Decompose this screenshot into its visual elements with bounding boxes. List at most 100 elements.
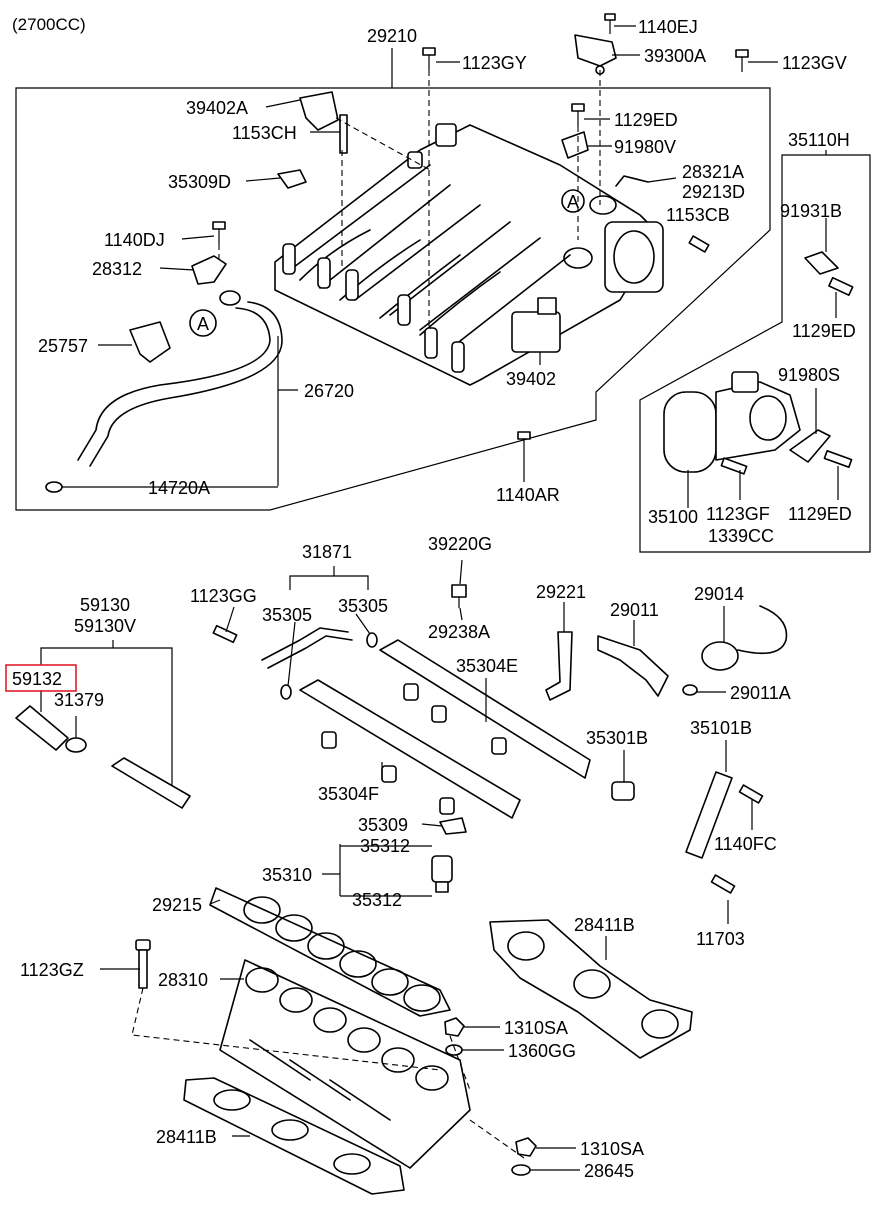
callout-91980V: 91980V [614,137,676,157]
callout-29014: 29014 [694,584,744,604]
fuel-rail-35304E [379,639,591,779]
bolt-1129ED-throttle [828,276,854,296]
callout-1123GF: 1123GF [706,504,770,524]
lower-intake-manifold-28310 [219,959,471,1169]
nut-1310SA-upper [444,1017,465,1037]
callout-1123GY: 1123GY [462,53,527,73]
callout-1123GZ: 1123GZ [20,960,84,980]
reference-marker-a-lower: A [189,309,217,337]
callout-59130: 59130 [80,595,130,615]
callout-1140EJ: 1140EJ [638,17,698,37]
map-sensor-39300A [574,34,617,75]
bolt-1140FC [738,784,764,804]
bolt-11703 [710,874,736,894]
bolt-1140EJ [604,13,616,34]
bracket-39402A [299,91,339,131]
callout-35301B: 35301B [586,728,648,748]
callout-1123GV: 1123GV [782,53,847,73]
reference-marker-a-upper: A [561,189,585,213]
bolt-1123GF [720,457,748,475]
assembly-guides-upper [218,70,601,330]
clamp-14720A [45,481,63,493]
callout-1140FC: 1140FC [714,834,777,854]
bolt-1123GZ [135,939,151,989]
callout-35312-bottom: 35312 [352,890,402,910]
callout-39220G: 39220G [428,534,492,554]
callout-91980S: 91980S [778,365,840,385]
callout-35110H: 35110H [788,130,850,150]
leader-59130 [40,647,173,790]
marker-a-text-2: A [567,192,579,212]
callout-1153CH: 1153CH [232,123,297,143]
hose-59132 [15,705,69,751]
callout-1360GG: 1360GG [508,1041,576,1061]
gasket-29011A [682,684,698,696]
callout-26720: 26720 [304,381,354,401]
o-ring-35305-2 [366,632,378,648]
callout-35101B: 35101B [690,718,752,738]
damper-35301B [611,781,635,801]
bracket-91931B [804,251,839,275]
breather-hose-26720 [77,301,283,467]
bolt-1140AR [517,431,531,456]
callout-29213D: 29213D [682,182,745,202]
callout-1339CC: 1339CC [708,526,774,546]
bracket-25757 [129,321,171,363]
gasket-28411B-right [489,919,693,1059]
callout-labels: 29210 1140EJ 39300A 1123GY 1123GV 39402A… [12,17,856,1181]
callout-29011A: 29011A [730,683,791,703]
callout-11703: 11703 [696,929,745,949]
bolt-1129ED [571,103,585,126]
callout-28312: 28312 [92,259,142,279]
injector-35310 [431,855,453,893]
sensor-39220G [451,584,467,608]
clamp-31379 [65,737,87,753]
throttle-body-group-box [639,154,871,553]
callout-35309: 35309 [358,815,408,835]
engine-size-label: (2700CC) [12,15,86,34]
o-ring-35305-1 [280,684,292,700]
callout-1140DJ: 1140DJ [104,230,165,250]
callout-1140AR: 1140AR [496,485,560,505]
upper-intake-manifold [274,123,664,386]
leader-lines [40,25,839,1171]
callout-39402A: 39402A [186,98,248,118]
gasket-28411B-left [183,1077,405,1195]
clip-35309D [277,169,307,189]
bolt-1123GY [422,47,436,70]
callout-39300A: 39300A [644,46,706,66]
bracket-91980S [789,429,831,463]
callout-1153CB: 1153CB [666,205,730,225]
callout-29221: 29221 [536,582,586,602]
stud-1153CH [339,114,348,154]
assembly-guides-lower [131,987,525,1159]
callout-28645: 28645 [584,1161,634,1181]
bracket-35101B [685,771,733,859]
injector-clip-35309 [439,817,467,835]
callout-14720A: 14720A [148,478,210,498]
callout-28321A: 28321A [682,162,744,182]
bracket-29011 [597,635,669,697]
callout-35309D: 35309D [168,172,231,192]
callout-29215: 29215 [152,895,202,915]
callout-35310: 35310 [262,865,312,885]
callout-91931B: 91931B [780,201,842,221]
upper-manifold-group-box [15,87,771,511]
stud-1153CB [688,235,710,253]
hose-fitting-28321A [615,175,649,187]
leader-31871 [289,575,369,590]
callout-35305-left: 35305 [262,605,312,625]
bolt-1129ED-throttle-2 [823,449,853,469]
callout-35100: 35100 [648,507,698,527]
washer-28645 [511,1164,531,1176]
gasket-29215 [209,887,451,1017]
marker-a-text-1: A [197,314,209,334]
highlight-box-59132 [5,664,77,692]
bolt-1140DJ [212,221,226,244]
callout-29011: 29011 [610,600,659,620]
callout-31379: 31379 [54,690,104,710]
clamp-near-28312 [219,290,241,306]
callout-1310SA-lower: 1310SA [580,1139,644,1159]
callout-59132: 59132 [12,669,62,689]
